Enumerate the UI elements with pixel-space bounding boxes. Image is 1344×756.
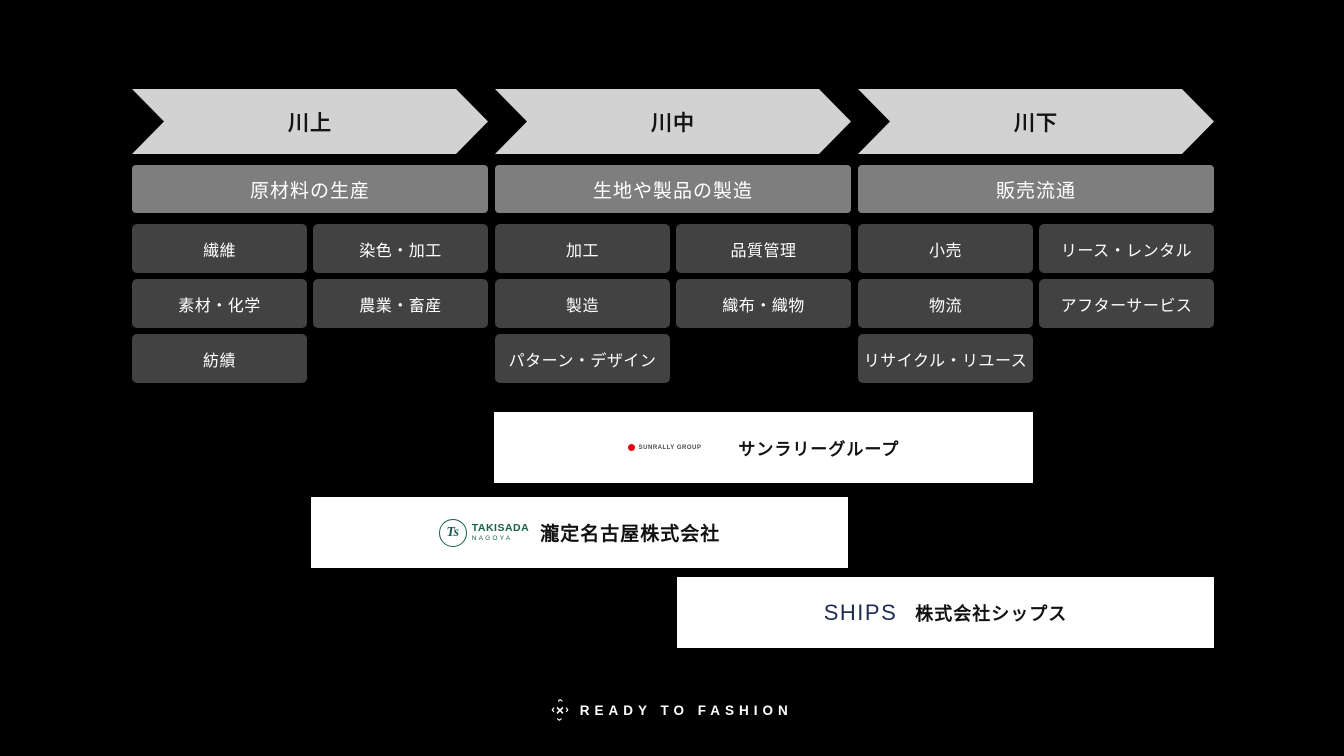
category-grid-upstream: 繊維 染色・加工 素材・化学 農業・畜産 紡績 [132, 224, 488, 383]
category-grid-downstream: 小売 リース・レンタル 物流 アフターサービス リサイクル・リユース [858, 224, 1214, 383]
sunrally-logo: SUNRALLY GROUP [627, 444, 702, 451]
category-box: リース・レンタル [1039, 224, 1214, 273]
takisada-logo-word-top: TAKISADA [471, 522, 530, 535]
category-grid-midstream: 加工 品質管理 製造 織布・織物 パターン・デザイン [495, 224, 851, 383]
category-box: 織布・織物 [676, 279, 851, 328]
footer-brand-wordmark: READY TO FASHION [579, 702, 793, 718]
company-banner-sunrally: SUNRALLY GROUP サンラリーグループ [494, 412, 1033, 483]
category-box: 品質管理 [676, 224, 851, 273]
ready-to-fashion-logo-icon: ‹ ‹ × ‹ › [551, 697, 569, 723]
category-box: 紡績 [132, 334, 307, 383]
stage-header-label: 原材料の生産 [249, 180, 370, 202]
takisada-logo-word-bottom: NAGOYA [471, 534, 513, 542]
category-box: アフターサービス [1039, 279, 1214, 328]
category-box: 素材・化学 [132, 279, 307, 328]
column-downstream: 川下 販売流通 小売 リース・レンタル 物流 アフターサービス リサイクル・リユ… [858, 89, 1214, 383]
supply-chain-columns: 川上 原材料の生産 繊維 染色・加工 素材・化学 農業・畜産 紡績 川中 生地や… [132, 89, 1214, 383]
column-upstream: 川上 原材料の生産 繊維 染色・加工 素材・化学 農業・畜産 紡績 [132, 89, 488, 383]
takisada-logo-words: TAKISADA NAGOYA [472, 523, 529, 542]
stage-arrow-upstream: 川上 [132, 89, 488, 154]
stage-header-upstream: 原材料の生産 [132, 165, 488, 213]
column-midstream: 川中 生地や製品の製造 加工 品質管理 製造 織布・織物 パターン・デザイン [495, 89, 851, 383]
company-name: サンラリーグループ [738, 440, 900, 459]
x-mark-icon: × [555, 701, 565, 718]
stage-header-label: 販売流通 [995, 180, 1076, 202]
category-box: 小売 [858, 224, 1033, 273]
takisada-monogram-icon: Ts [438, 518, 467, 547]
category-box: 農業・畜産 [313, 279, 488, 328]
stage-header-midstream: 生地や製品の製造 [495, 165, 851, 213]
sunrally-logo-word: SUNRALLY GROUP [638, 444, 702, 451]
category-box: 物流 [858, 279, 1033, 328]
chevron-down-icon: ‹ [553, 717, 566, 722]
takisada-logo: Ts TAKISADA NAGOYA [438, 518, 529, 547]
chevron-up-icon: ‹ [554, 698, 567, 703]
category-box: 加工 [495, 224, 670, 273]
category-box: パターン・デザイン [495, 334, 670, 383]
stage-arrow-downstream: 川下 [858, 89, 1214, 154]
chevron-left-icon: ‹ [551, 704, 555, 717]
sunrally-logo-icon [627, 444, 635, 451]
company-name: 株式会社シップス [915, 603, 1068, 624]
category-box: 製造 [495, 279, 670, 328]
stage-header-downstream: 販売流通 [858, 165, 1214, 213]
category-box: 染色・加工 [313, 224, 488, 273]
stage-arrow-label: 川上 [288, 111, 332, 135]
company-name: 瀧定名古屋株式会社 [540, 524, 721, 545]
stage-arrow-label: 川下 [1014, 111, 1058, 135]
footer-brand: ‹ ‹ × ‹ › READY TO FASHION [0, 697, 1344, 723]
company-banner-ships: SHIPS 株式会社シップス [677, 577, 1214, 648]
stage-arrow-midstream: 川中 [495, 89, 851, 154]
category-box: 繊維 [132, 224, 307, 273]
stage-arrow-label: 川中 [651, 111, 695, 135]
ready-to-fashion-logo-center: ‹ × ‹ [553, 697, 567, 723]
stage-header-label: 生地や製品の製造 [592, 180, 753, 202]
category-box: リサイクル・リユース [858, 334, 1033, 383]
ships-logo-word: SHIPS [823, 599, 898, 625]
company-banner-takisada: Ts TAKISADA NAGOYA 瀧定名古屋株式会社 [311, 497, 848, 568]
chevron-right-icon: › [565, 704, 569, 717]
